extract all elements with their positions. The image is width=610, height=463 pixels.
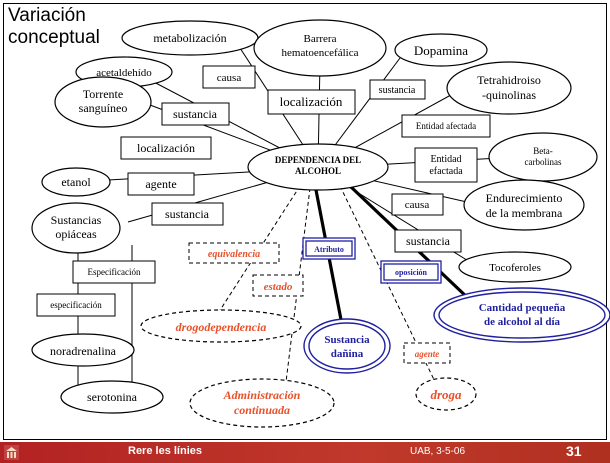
box-causa-right [391, 193, 444, 216]
dashed-ellipse-nodes [140, 309, 477, 428]
node-torrente-shape [54, 76, 152, 128]
node-central-shape [247, 143, 389, 191]
node-barrera-shape [253, 19, 387, 77]
node-drogodependencia-shape [140, 309, 302, 343]
node-tocoferoles-shape [458, 251, 572, 283]
box-especificacion-1 [72, 260, 156, 284]
slide-footer: Rere les línies UAB, 3-5-06 31 [0, 442, 610, 463]
node-cantidad-inner [438, 291, 606, 339]
double-ellipse-nodes [303, 287, 610, 374]
node-sustancia-danina-inner [308, 322, 386, 370]
footer-date: UAB, 3-5-06 [410, 446, 466, 457]
box-causa-top [202, 65, 256, 89]
university-logo-icon [4, 445, 19, 460]
label-atributo: Atributo [314, 245, 344, 254]
label-oposicion: oposición [395, 268, 428, 277]
node-noradrenalina-shape [31, 333, 135, 367]
label-drogodependencia: drogodependencia [176, 320, 267, 334]
slide-frame [3, 3, 607, 440]
box-localizacion-left [120, 136, 212, 160]
label-equivalencia: equivalencia [208, 249, 260, 260]
label-sustancia-left: sustancia [173, 107, 218, 121]
node-administracion-shape [189, 378, 335, 428]
label-estado: estado [264, 281, 293, 293]
page-number: 31 [566, 443, 582, 459]
box-entidad-efactada [414, 147, 478, 183]
label-agente-box: agente [145, 177, 176, 191]
box-atributo-inner [305, 240, 353, 257]
label-especificacion-2: especificación [50, 300, 102, 310]
node-sustancias-shape [31, 202, 121, 254]
node-serotonina-shape [60, 380, 164, 414]
ellipse-nodes [31, 19, 598, 414]
footer-title: Rere les línies [128, 445, 202, 457]
box-sustancia-mid [151, 202, 224, 226]
node-etanol-shape [41, 167, 111, 197]
label-serotonina: serotonina [87, 390, 138, 404]
box-equivalencia [188, 242, 280, 264]
label-causa-top: causa [217, 72, 242, 84]
label-etanol: etanol [61, 175, 91, 189]
box-estado [252, 274, 304, 297]
dashed-label-boxes [188, 242, 451, 364]
label-causa-right: causa [405, 199, 430, 211]
label-sustancia-top: sustancia [379, 85, 416, 96]
box-localizacion-top [267, 89, 356, 115]
box-agente-label [403, 342, 451, 364]
box-entidad-afectada [401, 114, 491, 138]
label-acetaldehido: acetaldehído [96, 67, 152, 79]
label-agente: agente [415, 349, 440, 359]
label-sustancia-right: sustancia [406, 234, 451, 248]
label-noradrenalina: noradrenalina [50, 344, 117, 358]
label-tocoferoles: Tocoferoles [489, 262, 541, 274]
label-droga: droga [430, 387, 462, 402]
label-localizacion-left: localización [137, 141, 195, 155]
label-metabolizacion: metabolización [153, 31, 226, 45]
node-droga-shape [415, 377, 477, 411]
label-entidad-afectada: Entidad afectada [416, 121, 476, 131]
node-dopamina-shape [394, 33, 488, 67]
label-especificacion-1: Especificación [88, 267, 141, 277]
blue-link-boxes [302, 237, 442, 284]
node-tetrahidro-shape [446, 61, 572, 115]
link-boxes [36, 65, 491, 317]
slide-title: Variación conceptual [8, 5, 100, 48]
box-sustancia-right [394, 229, 462, 253]
label-beta: Beta-carbolinas [525, 146, 562, 167]
label-tetrahidro: Tetrahidroiso-quinolinas [477, 73, 541, 102]
label-localizacion-top: localización [280, 94, 343, 109]
label-dopamina: Dopamina [414, 43, 468, 58]
box-especificacion-2 [36, 293, 116, 317]
node-endurecimiento-shape [463, 179, 585, 231]
box-agente [127, 172, 195, 196]
box-sustancia-left [161, 102, 230, 126]
box-oposicion-inner [383, 263, 439, 281]
box-sustancia-top [369, 79, 426, 100]
edge-sustancia-danina [314, 189, 345, 331]
label-sustancia-mid: sustancia [165, 207, 210, 221]
